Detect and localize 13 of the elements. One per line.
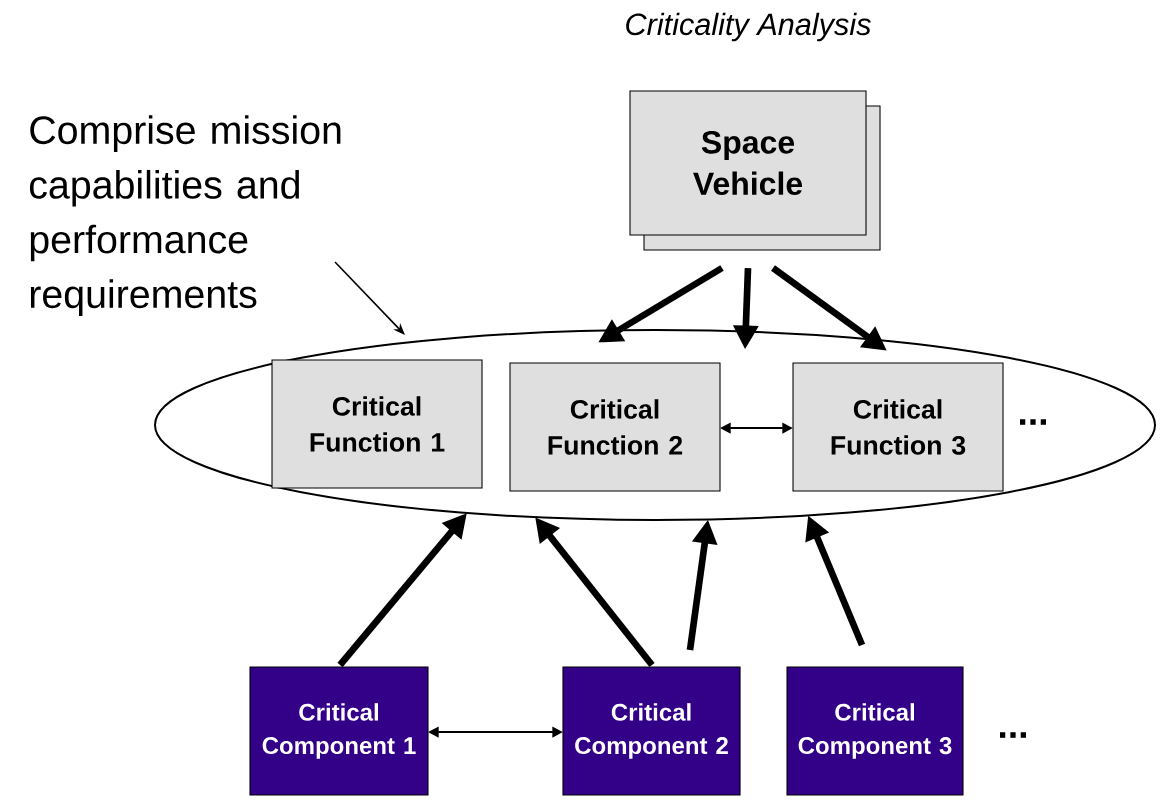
ellipsis: ... [1020,419,1046,425]
component-box: Critical Component 1 [249,666,429,796]
annotation-text: Comprise mission capabilities and performance requirements [29,115,341,316]
stacked-box: Space Vehicle [629,90,881,251]
function-box: Critical Function 3 [792,362,1004,492]
component-box: Critical Component 3 [786,666,964,796]
function-box: Critical Function 2 [509,362,721,492]
ellipse [154,329,1156,521]
component-box: Critical Component 2 [562,666,741,796]
leader-line [334,261,405,335]
ellipsis: ... [1000,732,1026,738]
function-box: Critical Function 1 [271,359,483,489]
title: Criticality Analysis [626,12,871,42]
